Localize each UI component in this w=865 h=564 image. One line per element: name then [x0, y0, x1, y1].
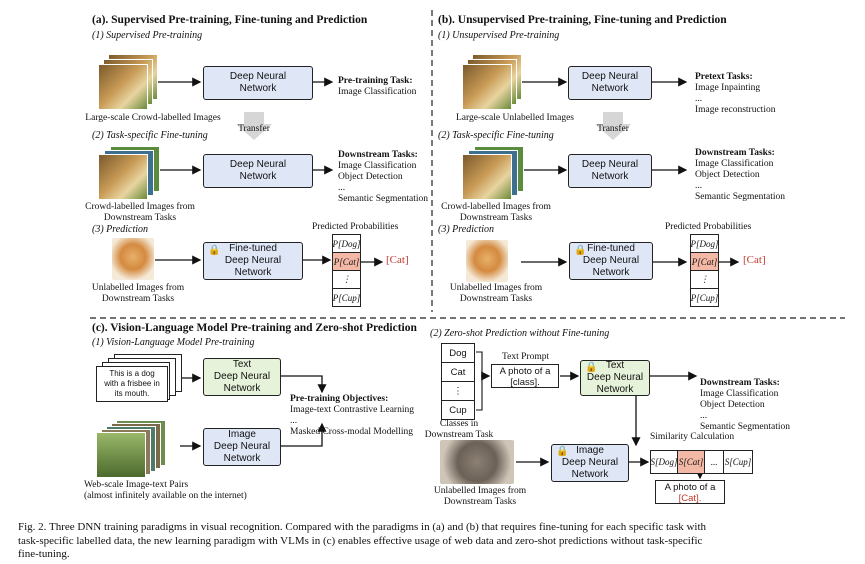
panel-b-step2: (2) Task-specific Fine-tuning	[438, 130, 554, 141]
task-title: Pre-training Task:	[338, 76, 413, 86]
pairs-label: Web-scale Image-text Pairs(almost infini…	[84, 480, 247, 501]
panel-a-step2: (2) Task-specific Fine-tuning	[92, 130, 208, 141]
predicted-label: Predicted Probabilities	[665, 222, 752, 232]
probability-column: P[Dog] P[Cat] ⋮ P[Cup]	[332, 234, 361, 307]
task-item: Image Classification	[338, 87, 417, 97]
dog-image	[462, 64, 512, 110]
pretraining-objectives: Pre-training Objectives: Image-text Cont…	[290, 394, 414, 437]
panel-a-step1: (1) Supervised Pre-training	[92, 30, 203, 41]
cat-image	[440, 440, 514, 484]
probability-column: P[Dog] P[Cat] ⋮ P[Cup]	[690, 234, 719, 307]
predicted-label: Predicted Probabilities	[312, 222, 399, 232]
sim-cell: ...	[705, 451, 724, 473]
prompt-box: A photo of a[class].	[491, 364, 559, 388]
transfer-label: Transfer	[597, 124, 629, 134]
caption-line: fine-tuning.	[18, 548, 70, 560]
sim-cell: S[Cup]	[724, 457, 752, 467]
image-stack	[96, 420, 166, 478]
similarity-label: Similarity Calculation	[650, 432, 735, 442]
lock-icon: 🔒	[585, 362, 598, 373]
lock-icon: 🔒	[574, 245, 587, 256]
class-list: Dog Cat ⋮ Cup	[441, 343, 475, 420]
class-item: Dog	[442, 344, 474, 363]
transfer-label: Transfer	[238, 124, 270, 134]
panel-a-step3: (3) Prediction	[92, 224, 149, 235]
dog-frisbee-image	[96, 432, 146, 478]
text-prompt-label: Text Prompt	[502, 352, 550, 362]
output-box: A photo of a[Cat].	[655, 480, 725, 504]
dog-image	[98, 64, 148, 110]
caption-line: task-specific labelled data, the new lea…	[18, 534, 703, 547]
pretraining-task: Pre-training Task: Image Classification	[338, 76, 416, 98]
class-item: Cat	[442, 363, 474, 382]
image-stack	[462, 146, 524, 200]
panel-a-title: (a). Supervised Pre-training, Fine-tunin…	[92, 14, 368, 26]
figure-caption: Fig. 2. Three DNN training paradigms in …	[18, 521, 858, 562]
lock-icon: 🔒	[556, 446, 569, 457]
panel-c-step1: (1) Vision-Language Model Pre-training	[92, 337, 255, 348]
class-item: Cup	[449, 404, 467, 416]
dnn-box: Deep Neural Network	[203, 66, 313, 100]
image-label: Large-scale Crowd-labelled Images	[85, 113, 221, 123]
dnn-label: Network	[239, 83, 277, 94]
dog-image	[98, 154, 148, 200]
image-stack	[98, 54, 158, 110]
dnn-label: Deep Neural	[229, 71, 287, 82]
prob-cell-highlight: P[Cat]	[333, 253, 360, 271]
image-label: Large-scale Unlabelled Images	[456, 113, 574, 123]
prediction-result: [Cat]	[743, 254, 766, 266]
lock-icon: 🔒	[208, 245, 221, 256]
panel-b-step1: (1) Unsupervised Pre-training	[438, 30, 560, 41]
sim-cell-highlight: S[Cat]	[678, 451, 705, 473]
prob-cell: P[Cup]	[332, 292, 361, 303]
image-stack	[462, 54, 522, 110]
caption-line: Fig. 2. Three DNN training paradigms in …	[18, 521, 707, 533]
prob-cell: ⋮	[333, 271, 360, 289]
panel-b-step3: (3) Prediction	[438, 224, 495, 235]
class-item: ⋮	[442, 382, 474, 401]
image-stack	[98, 146, 160, 200]
dog-image	[462, 154, 512, 200]
prediction-result: [Cat]	[386, 254, 409, 266]
similarity-row: S[Dog] S[Cat] ... S[Cup]	[650, 450, 753, 474]
cat-image	[112, 238, 154, 280]
sim-cell: S[Dog]	[651, 451, 678, 473]
panel-c-title: (c). Vision-Language Model Pre-training …	[92, 322, 417, 334]
panel-b-title: (b). Unsupervised Pre-training, Fine-tun…	[438, 14, 727, 26]
pretext-tasks: Pretext Tasks: Image Inpainting...Image …	[695, 72, 776, 115]
cat-image	[466, 240, 508, 282]
panel-c-step2: (2) Zero-shot Prediction without Fine-tu…	[430, 328, 610, 339]
prob-cell: P[Dog]	[333, 235, 361, 253]
